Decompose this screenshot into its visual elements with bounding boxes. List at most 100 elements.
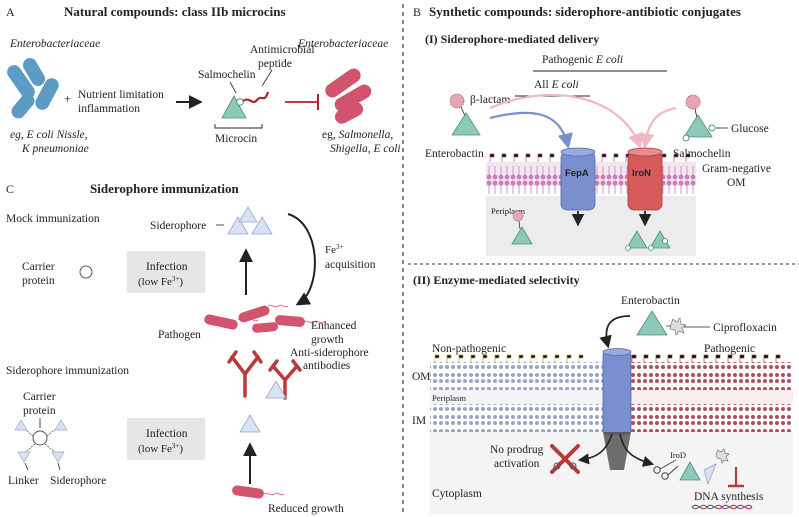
beta-lactam-label: β-lactam [470,94,510,106]
acquisition-label: acquisition [325,259,376,271]
anti-siderophore-2: antibodies [303,360,351,372]
salmochelin-label: Salmochelin [198,69,256,81]
antibody-icon [227,350,302,433]
producer-example-2: K pneumoniae [21,143,89,155]
pathogenic-ecoli-label: Pathogenic E coli [542,54,623,66]
siderophore-label-2: Siderophore [50,475,106,487]
dna-synthesis-label: DNA synthesis [694,491,764,503]
fepa-transporter-icon [560,147,596,211]
carrier-circle-icon [79,265,93,279]
no-prodrug-2: activation [494,458,540,470]
salmochelin-glucose-icon [682,94,728,142]
carrier-protein-1: Carrier [22,261,55,273]
siderophore-triangles-icon [227,206,273,235]
pathogen-label: Pathogen [158,329,201,341]
gram-negative-label-1: Gram-negative [702,163,771,175]
ciprofloxacin-label: Ciprofloxacin [713,322,777,334]
enterobactin-label: Enterobactin [425,148,484,160]
no-activation-x-icon [550,444,580,474]
conjugate-vaccine-icon [14,418,68,471]
no-prodrug-1: No prodrug [490,444,544,456]
panel-c: C Siderophore immunization Mock immuniza… [6,181,376,515]
cytoplasm-label: Cytoplasm [432,488,482,500]
non-pathogenic-label: Non-pathogenic [432,343,506,355]
lps-flags [489,153,691,162]
fe-label: Fe3+ [325,243,344,256]
lps-flags-left [434,354,584,362]
reduced-growth-label: Reduced growth [268,503,344,515]
enhanced-growth-2: growth [311,334,344,346]
blue-bacteria-icon [7,58,59,119]
target-example-1-species: Salmonella, [339,129,394,141]
im-label: IM [412,415,426,427]
pathogenic-label: Pathogenic [704,343,755,355]
sub-ii-title: (II) Enzyme-mediated selectivity [413,273,580,287]
enterobactin-betalactam-icon [449,93,481,136]
sub-i-title: (I) Siderophore-mediated delivery [425,32,599,46]
carrier-protein-2: protein [22,275,55,287]
antimicrobial-label-1: Antimicrobial [250,44,315,56]
low-fe-label: (low Fe3+) [138,275,183,288]
fepa-label: FepA [565,168,589,179]
panel-b-letter: B [413,5,421,19]
irod-scissors-icon [653,459,679,480]
linker-label: Linker [8,475,39,487]
siderophore-label: Siderophore [150,220,206,232]
target-label: Enterobacteriaceae [297,38,388,50]
salmochelin-label-b: Salmochelin [673,148,731,160]
pathogenic-ecoli-species: E coli [595,54,623,66]
fe-acquisition-arrow [287,213,316,306]
panel-c-letter: C [6,182,14,196]
periplasm-delivered-icons [511,210,671,251]
panel-c-title: Siderophore immunization [90,181,239,196]
pathogen-bacteria-icon [204,304,325,333]
dna-helix-icon [691,504,753,510]
all-ecoli-species: E coli [551,79,579,91]
im-left [430,404,606,432]
cleaved-products-icon [679,448,730,486]
periplasm-label: Periplasm [491,206,525,216]
enterobactin-label-2: Enterobactin [621,295,680,307]
iron-transporter-icon [627,147,663,211]
om-left [430,362,606,390]
carrier-protein-3: Carrier [23,391,56,403]
panel-a-title: Natural compounds: class IIb microcins [64,4,286,19]
gram-negative-label-2: OM [727,177,746,189]
panel-a-letter: A [6,5,15,19]
glucose-label: Glucose [731,123,769,135]
om-label: OM [412,371,431,383]
lps-flags-right [631,354,781,362]
producer-label: Enterobacteriaceae [9,38,100,50]
periplasm-left [430,390,606,404]
salmochelin-to-iron-arrow [638,106,677,150]
producer-example-1: eg, E coli Nissle, [10,129,88,141]
enterobactin-to-fepa-arrow [489,111,573,150]
panel-b-title: Synthetic compounds: siderophore-antibio… [429,4,741,19]
condition-line-1: Nutrient limitation [78,89,164,101]
infection-box-mock [127,251,205,293]
red-bacteria-icon [325,68,372,124]
periplasm-right [628,390,793,404]
plus-sign: + [64,91,71,106]
mock-immunization-label: Mock immunization [6,213,100,225]
condition-line-2: inflammation [78,103,140,115]
anti-siderophore-1: Anti-siderophore [290,347,369,359]
microcin-icon [221,91,270,119]
all-ecoli-label: All E coli [534,79,579,91]
im-right [628,404,793,432]
infection-label-2: Infection [146,428,188,440]
transporter-icon [602,348,632,470]
panel-a: A Natural compounds: class IIb microcins… [6,4,401,155]
siderophore-immunization-label: Siderophore immunization [6,365,129,377]
periplasm-label-2: Periplasm [432,393,466,403]
low-fe-label-2: (low Fe3+) [138,442,183,455]
microcin-label: Microcin [215,133,257,145]
enterobactin-cipro-icon [636,310,710,336]
antimicrobial-label-2: peptide [258,58,292,70]
om-right [628,362,793,390]
target-example-1: eg, Salmonella, [322,129,393,141]
infection-box-immunized [127,418,205,460]
carrier-protein-4: protein [23,405,56,417]
target-example-2: Shigella, E coli [330,143,401,155]
